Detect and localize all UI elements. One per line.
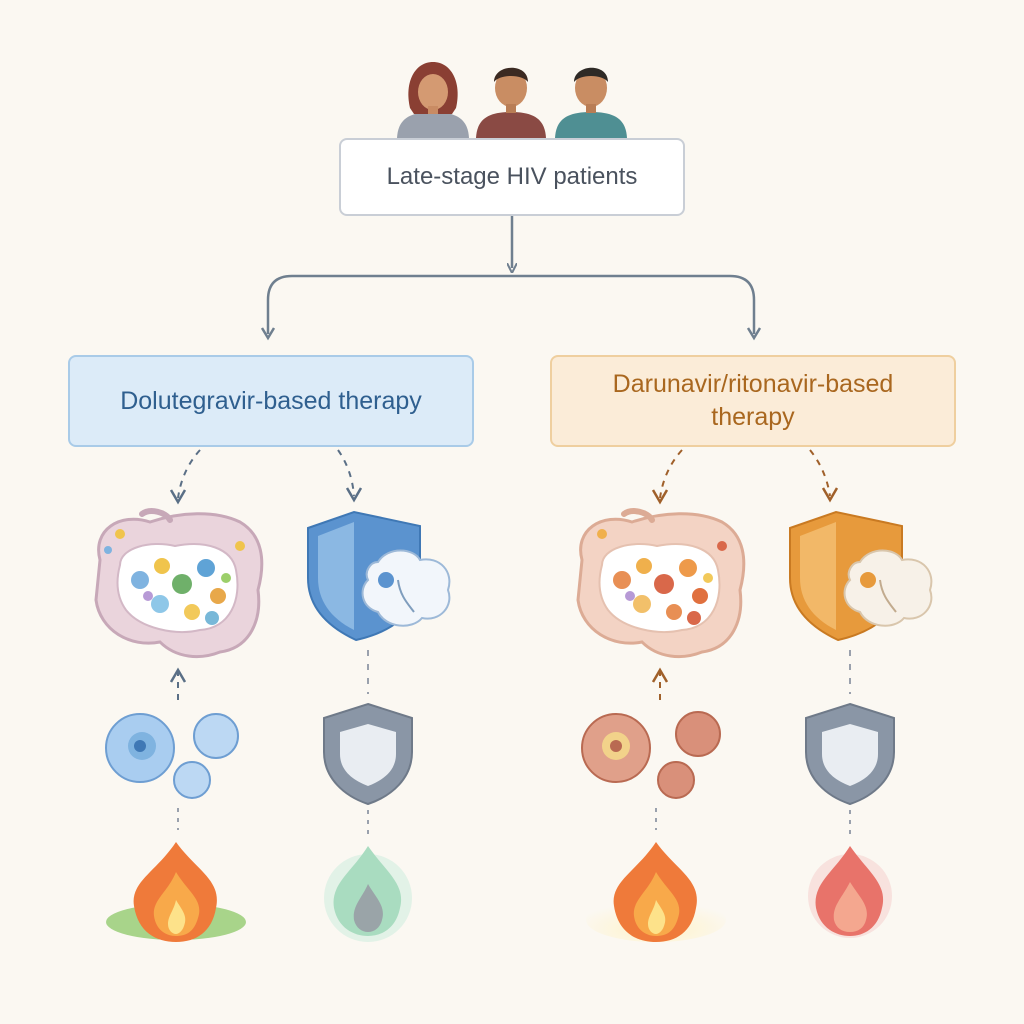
- right-dashed-arrows: [659, 449, 831, 499]
- branch-connectors: [260, 216, 762, 341]
- patient-woman-icon: [397, 62, 469, 138]
- inflammation-fire-icon: [586, 842, 726, 942]
- inflammation-fire-icon: [106, 842, 246, 942]
- left-dashed-arrows: [177, 449, 355, 499]
- immune-cells-icon: [581, 711, 721, 799]
- root-node: Late-stage HIV patients: [339, 138, 685, 216]
- branch-label: Darunavir/ritonavir-based therapy: [612, 370, 894, 431]
- patient-man-icon: [476, 67, 546, 138]
- inflammation-fire-icon: [808, 846, 892, 938]
- branch-label: Dolutegravir-based therapy: [120, 386, 422, 415]
- patient-man-icon: [555, 67, 627, 138]
- shield-icon: [323, 702, 413, 806]
- inflammation-fire-icon: [324, 846, 412, 942]
- branch-node-darunavir: Darunavir/ritonavir-based therapy: [550, 355, 956, 447]
- gut-barrier-shield-icon: [789, 510, 933, 642]
- root-label: Late-stage HIV patients: [386, 163, 638, 190]
- gut-microbiome-icon: [94, 508, 264, 659]
- shield-icon: [805, 702, 895, 806]
- immune-cells-icon: [105, 713, 239, 799]
- gut-barrier-shield-icon: [307, 510, 451, 642]
- gut-microbiome-icon: [576, 508, 746, 659]
- branch-node-dolutegravir: Dolutegravir-based therapy: [68, 355, 474, 447]
